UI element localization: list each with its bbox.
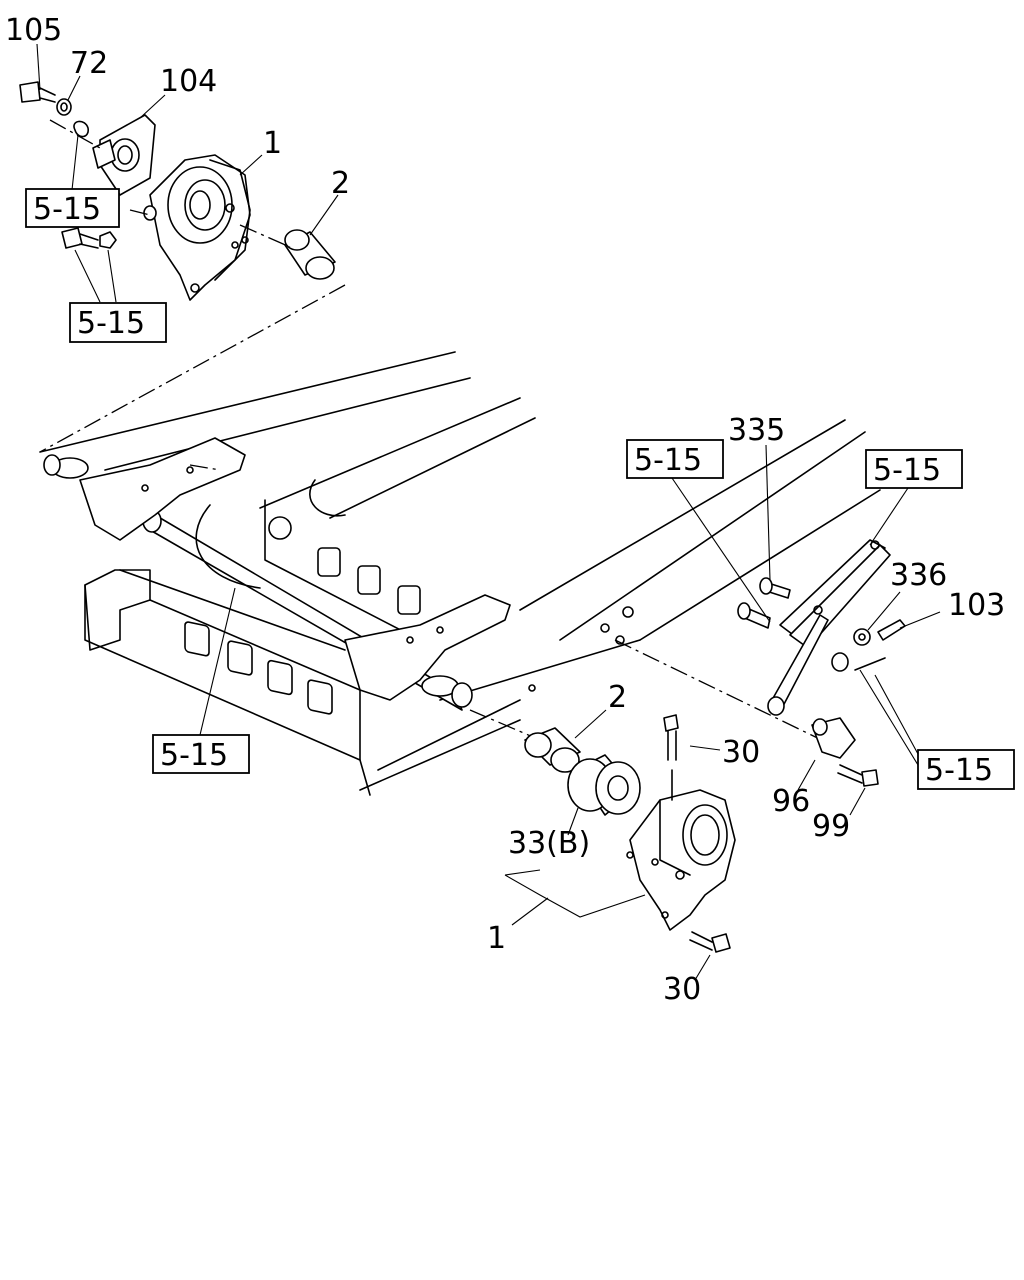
callout-105: 105	[5, 13, 62, 48]
ref-box-mid[interactable]: 5-15	[626, 439, 724, 479]
svg-text:5-15: 5-15	[873, 453, 941, 488]
callout-104: 104	[160, 64, 217, 99]
callout-33b: 33(B)	[508, 826, 590, 861]
callout-30-upper: 30	[722, 735, 760, 770]
callout-103: 103	[948, 588, 1005, 623]
right-link-assembly	[737, 539, 906, 787]
svg-text:5-15: 5-15	[33, 192, 101, 227]
ref-box-right-bottom[interactable]: 5-15	[917, 749, 1015, 790]
callout-335: 335	[728, 413, 785, 448]
callout-2-bottom: 2	[608, 680, 627, 715]
axis-line-right	[614, 639, 833, 746]
callout-96: 96	[772, 784, 810, 819]
stabilizer-bar	[43, 437, 511, 711]
svg-text:5-15: 5-15	[160, 738, 228, 773]
ref-box-left[interactable]: 5-15	[152, 734, 250, 774]
ref-box-top-b[interactable]: 5-15	[69, 302, 167, 343]
leader-lines	[36, 43, 941, 981]
svg-text:5-15: 5-15	[925, 753, 993, 788]
callouts: 105 72 104 1 2 335 336 103 2 30 96 99 33…	[5, 13, 1005, 1007]
callout-1-bottom: 1	[487, 921, 506, 956]
chassis-frame	[39, 351, 881, 796]
top-left-assembly	[19, 81, 336, 301]
svg-text:5-15: 5-15	[77, 306, 145, 341]
reference-boxes: 5-15 5-15 5-15 5-15 5-15 5-15	[25, 188, 1015, 790]
callout-1-top: 1	[263, 126, 282, 161]
ref-box-right-top[interactable]: 5-15	[865, 449, 963, 489]
callout-2-top: 2	[331, 166, 350, 201]
axis-line-top	[39, 284, 346, 453]
callout-72: 72	[70, 46, 108, 81]
callout-336: 336	[890, 558, 947, 593]
ref-box-top-a[interactable]: 5-15	[25, 188, 120, 228]
callout-99: 99	[812, 809, 850, 844]
svg-text:5-15: 5-15	[634, 443, 702, 478]
callout-30-lower: 30	[663, 972, 701, 1007]
bottom-mount-assembly	[524, 714, 736, 953]
